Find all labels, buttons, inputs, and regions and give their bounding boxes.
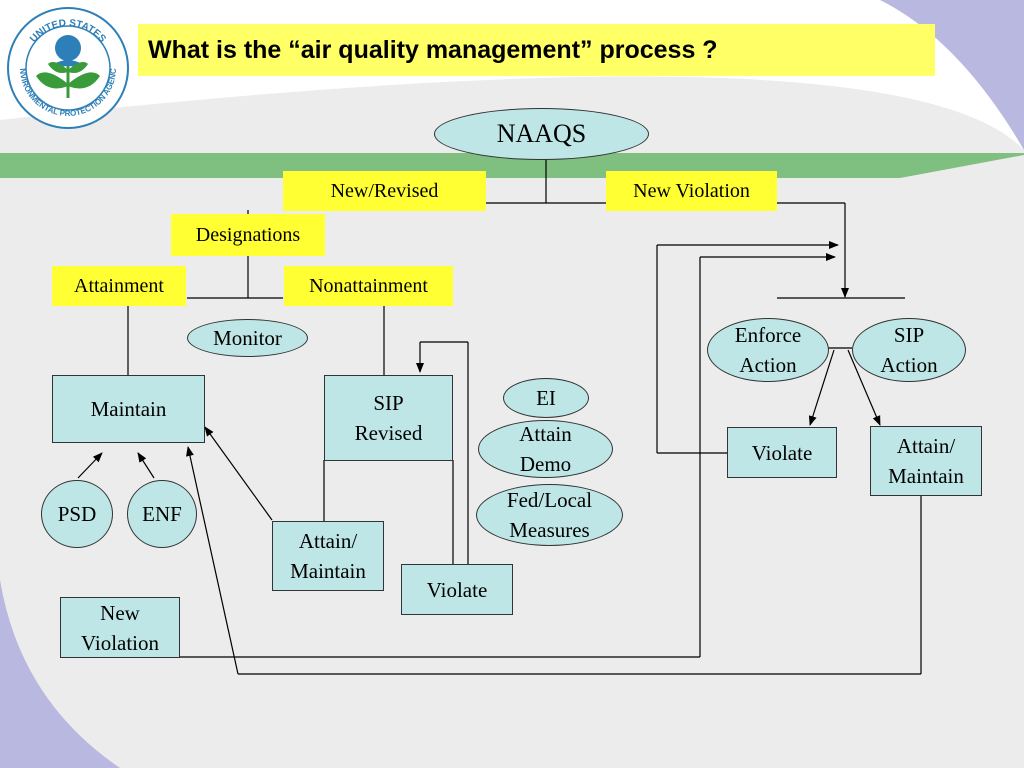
enf-node: ENF — [127, 480, 197, 548]
maintain-label: Maintain — [90, 397, 167, 421]
psd-node: PSD — [41, 480, 113, 548]
attain-maintain-right-node: Attain/ Maintain — [870, 426, 982, 496]
violate-mid-label: Violate — [426, 577, 488, 602]
new-violation-box-label: New Violation — [80, 600, 160, 655]
ei-label: EI — [536, 386, 556, 410]
sip-revised-node: SIP Revised — [324, 375, 453, 461]
sip-action-node: SIP Action — [852, 318, 966, 382]
new-revised-text: New/Revised — [330, 179, 439, 202]
slide-title: What is the “air quality management” pro… — [138, 24, 935, 76]
fed-local-measures-node: Fed/Local Measures — [476, 484, 623, 546]
enforce-action-node: Enforce Action — [707, 318, 829, 382]
attainment-label: Attainment — [52, 266, 186, 306]
enf-label: ENF — [142, 502, 182, 526]
violate-right-node: Violate — [727, 427, 837, 478]
monitor-node: Monitor — [187, 319, 308, 357]
maintain-node: Maintain — [52, 375, 205, 443]
attainment-text: Attainment — [74, 274, 164, 297]
violate-right-label: Violate — [751, 440, 813, 465]
sip-revised-label: SIP Revised — [354, 391, 423, 445]
attain-demo-node: Attain Demo — [478, 420, 613, 478]
nonattainment-text: Nonattainment — [309, 274, 428, 297]
new-revised-label: New/Revised — [283, 171, 486, 211]
sip-action-label: SIP Action — [880, 323, 938, 377]
new-violation-node: New Violation — [60, 597, 180, 658]
attain-maintain-right-label: Attain/ Maintain — [888, 434, 964, 488]
attain-maintain-mid-node: Attain/ Maintain — [272, 521, 384, 591]
ei-node: EI — [503, 378, 589, 418]
slide-title-text: What is the “air quality management” pro… — [148, 35, 718, 64]
naaqs-node: NAAQS — [434, 108, 649, 160]
enforce-action-label: Enforce Action — [734, 323, 802, 377]
new-violation-text: New Violation — [633, 179, 750, 202]
monitor-label: Monitor — [213, 326, 282, 350]
fed-local-measures-label: Fed/Local Measures — [506, 488, 593, 542]
nonattainment-label: Nonattainment — [284, 266, 453, 306]
designations-text: Designations — [195, 223, 301, 246]
violate-mid-node: Violate — [401, 564, 513, 615]
attain-demo-label: Attain Demo — [519, 422, 572, 476]
psd-label: PSD — [57, 502, 97, 526]
designations-label: Designations — [171, 214, 325, 256]
epa-logo: UNITED STATES ENVIRONMENTAL PROTECTION A… — [6, 6, 129, 129]
attain-maintain-mid-label: Attain/ Maintain — [290, 529, 366, 583]
new-violation-label: New Violation — [606, 171, 777, 211]
naaqs-label: NAAQS — [496, 119, 587, 148]
